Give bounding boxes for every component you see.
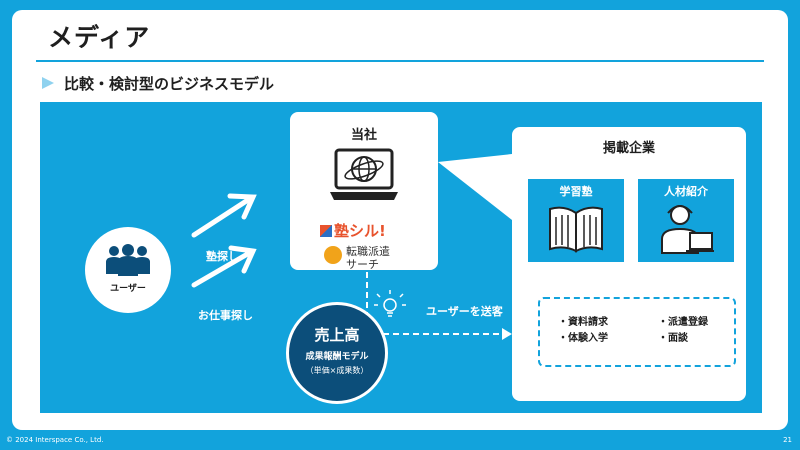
- revenue-title: 売上高: [314, 326, 360, 344]
- laptop-globe-icon: [330, 148, 398, 200]
- flow-label-school-search: 塾探し: [206, 250, 239, 263]
- title-divider: [36, 60, 764, 62]
- company-title: 当社: [350, 128, 377, 143]
- box-cram-school-label: 学習塾: [559, 185, 593, 198]
- copyright: © 2024 Interspace Co., Ltd.: [6, 436, 104, 444]
- listing-companies-card: 掲載企業 学習塾 人材紹介: [512, 127, 746, 401]
- action-item: ・面談: [658, 333, 688, 344]
- callout-pointer: [438, 154, 512, 220]
- open-book-icon: [549, 206, 603, 253]
- flow-label-job-search: お仕事探し: [198, 309, 253, 322]
- page-number: 21: [783, 436, 792, 444]
- action-item: ・体験入学: [558, 333, 608, 344]
- dashed-arrow-head-icon: [502, 328, 512, 340]
- logo-jukushiru-text: 塾シル!: [334, 222, 386, 240]
- logo-tenshoku-haken: 転職派遣 サーチ: [346, 245, 390, 271]
- send-users-label: ユーザーを送客: [426, 305, 503, 318]
- pin-logo-icon: [324, 246, 342, 264]
- triangle-bullet-icon: [42, 77, 54, 89]
- users-group-icon: [106, 244, 150, 276]
- box-staffing-label: 人材紹介: [664, 185, 708, 198]
- logo-tenshoku-line2: サーチ: [346, 258, 379, 271]
- revenue-formula: （単価×成果数）: [305, 366, 369, 375]
- arrow-up-icon: [191, 193, 257, 238]
- action-item: ・派遣登録: [658, 317, 708, 328]
- logo-jukushiru: 塾シル!: [320, 220, 386, 241]
- logo-mark-icon: [320, 225, 332, 237]
- listing-title: 掲載企業: [602, 141, 655, 156]
- conversion-actions-box: ・資料請求 ・体験入学 ・派遣登録 ・面談: [538, 297, 736, 367]
- revenue-model: 成果報酬モデル: [305, 352, 369, 362]
- users-circle: ユーザー: [85, 227, 171, 313]
- lightbulb-icon: [374, 290, 406, 317]
- arrow-right-icon: [191, 245, 257, 288]
- diagram-connectors: [191, 154, 512, 340]
- subtitle: 比較・検討型のビジネスモデル: [64, 74, 275, 93]
- box-cram-school: 学習塾: [528, 179, 624, 262]
- action-item: ・資料請求: [558, 317, 608, 328]
- revenue-circle: 売上高 成果報酬モデル （単価×成果数）: [286, 302, 388, 404]
- slide-card: メディア 比較・検討型のビジネスモデル: [12, 10, 788, 430]
- logo-tenshoku-line1: 転職派遣: [346, 245, 390, 258]
- business-model-diagram: ユーザー 塾探し お仕事探し 当社 塾シル! 転職派遣 サーチ: [40, 102, 762, 413]
- box-staffing: 人材紹介: [638, 179, 734, 262]
- subtitle-row: 比較・検討型のビジネスモデル: [42, 72, 274, 94]
- person-laptop-icon: [661, 205, 714, 254]
- page-title: メディア: [48, 23, 151, 52]
- users-label: ユーザー: [110, 284, 146, 294]
- company-card: 当社 塾シル! 転職派遣 サーチ: [290, 112, 438, 271]
